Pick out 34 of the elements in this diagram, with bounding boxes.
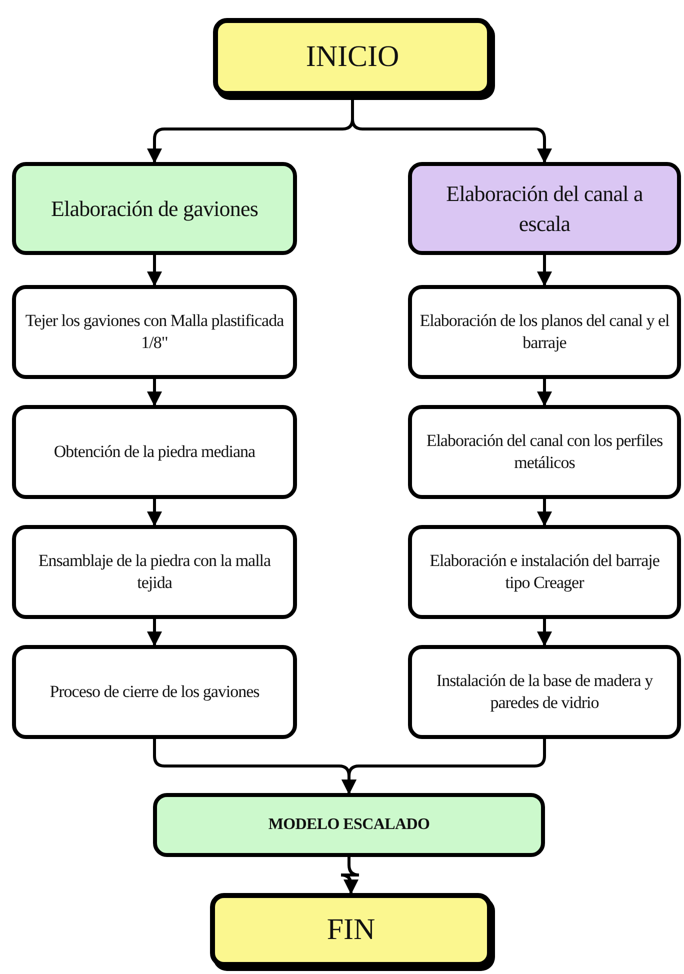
node-text: Elaboración de los planos del canal y el barraje [418, 310, 670, 354]
process-box [12, 525, 297, 619]
node-text: Tejer los gaviones con Malla plastificada 1/8" [24, 310, 285, 354]
arrow [342, 739, 546, 794]
arrow [147, 499, 162, 526]
process-box [408, 285, 681, 379]
process-box [408, 645, 681, 739]
node-text: MODELO ESCALADO [268, 815, 430, 836]
process-box [12, 645, 297, 739]
node-text: Elaboración del canal a escala [445, 180, 644, 238]
arrow [147, 619, 162, 646]
process-box [408, 405, 681, 499]
node-text: Elaboración de gaviones [50, 194, 258, 223]
arrow [147, 379, 162, 406]
process-box [12, 162, 297, 255]
node-text: Elaboración e instalación del barraje tipo Creager [428, 550, 660, 594]
node-text: Instalación de la base de madera y paredes de vidrio [435, 670, 654, 714]
process-box [12, 405, 297, 499]
node-text: FIN [326, 912, 376, 948]
process-box [408, 525, 681, 619]
arrow [537, 379, 552, 406]
arrow [537, 619, 552, 646]
process-box [12, 285, 297, 379]
node-text: Obtención de la piedra mediana [54, 440, 256, 463]
arrow [537, 255, 552, 286]
arrow [537, 499, 552, 526]
arrow [340, 857, 360, 894]
node-text: Proceso de cierre de los gaviones [50, 680, 260, 703]
node-text: Elaboración del canal con los perfiles metálicos [425, 430, 664, 474]
node-text: INICIO [306, 39, 400, 76]
node-text: Ensamblaje de la piedra con la malla tejida [37, 550, 272, 594]
arrow [147, 255, 162, 286]
process-box [153, 793, 545, 857]
process-box [408, 162, 681, 255]
